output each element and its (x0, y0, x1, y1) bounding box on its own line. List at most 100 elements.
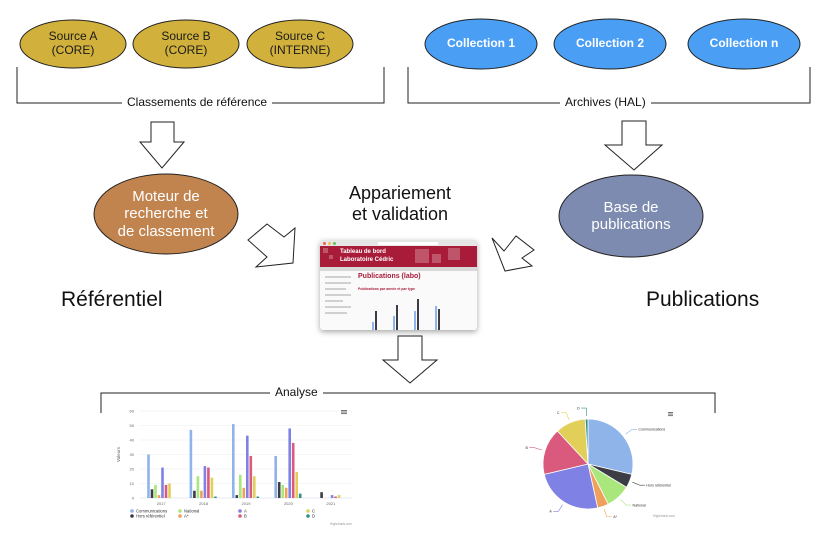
legend-marker (178, 514, 182, 518)
dashboard-section-title: Publications par année et par type (358, 287, 415, 291)
x-tick-label: 2020 (284, 501, 294, 506)
reference-rankings-label: Classements de référence (122, 95, 273, 109)
pie-slice (543, 463, 599, 510)
bar (164, 484, 168, 498)
banner-decoration (448, 248, 460, 260)
bar (274, 455, 277, 498)
y-tick-label: 10 (130, 481, 135, 486)
legend-marker (238, 509, 242, 513)
close-dot-icon (323, 241, 326, 245)
mini-bar (435, 306, 437, 330)
pie-label: Communications (638, 428, 665, 432)
bar (168, 483, 171, 498)
bar (210, 477, 214, 498)
down-arrow-right-icon (603, 120, 664, 171)
source-c-oval (246, 19, 354, 69)
bar (232, 424, 235, 498)
mini-bar (414, 311, 416, 330)
mini-bar (375, 311, 377, 330)
bar (256, 496, 260, 498)
dashboard-nav (320, 267, 477, 271)
y-tick-label: 50 (130, 423, 135, 428)
bar (298, 493, 302, 498)
source-c-label: Source C (INTERNE) (269, 29, 331, 57)
y-tick-label: 40 (130, 438, 135, 443)
bar (157, 495, 161, 498)
bar (334, 496, 337, 498)
legend-marker (306, 509, 310, 513)
legend-label: B (244, 514, 247, 519)
source-a-label: Source A (CORE) (48, 29, 98, 57)
bar (284, 487, 288, 498)
banner-decoration (432, 254, 441, 263)
analysis-label: Analyse (270, 385, 323, 399)
bar (150, 489, 154, 498)
collection-1-label: Collection 1 (446, 36, 515, 51)
bar (277, 482, 281, 498)
source-b-label: Source B (CORE) (161, 29, 211, 57)
diagonal-arrow-right-icon (491, 235, 535, 272)
legend-marker (238, 514, 242, 518)
menu-line (668, 413, 673, 415)
banner-decoration (329, 255, 333, 259)
banner-title-line1: Tableau de bord (340, 249, 386, 255)
legend-marker (130, 509, 134, 513)
y-tick-label: 30 (130, 452, 135, 457)
pie-label: National (633, 503, 646, 507)
legend-label: Hors référentiel (136, 514, 165, 519)
dashboard-sidebar (325, 276, 351, 318)
chart-credit: Highcharts.com (653, 514, 675, 518)
menu-line (668, 412, 673, 413)
y-tick-label: 60 (130, 409, 135, 414)
chart-credit: Highcharts.com (330, 522, 352, 526)
engine-oval (93, 173, 239, 255)
bar (200, 490, 203, 498)
minimize-dot-icon (328, 241, 331, 245)
menu-line (341, 410, 347, 411)
dashboard-banner: Tableau de bord Laboratoire Cédric (320, 246, 477, 267)
chart-menu-icon (668, 412, 673, 417)
bar (203, 466, 207, 498)
bar (288, 428, 291, 498)
mini-bar (417, 299, 419, 330)
bar (330, 495, 334, 498)
bar (242, 487, 246, 498)
y-tick-label: 0 (132, 496, 135, 501)
pie-connector (529, 447, 543, 451)
pie-connector (620, 499, 632, 506)
analysis-bracket (100, 392, 716, 413)
pie-connector (625, 428, 637, 435)
pie-label: C (557, 411, 560, 415)
bar (189, 429, 193, 498)
pie-connector (581, 407, 587, 417)
down-arrow-left-icon (138, 121, 186, 169)
menu-line (668, 415, 673, 417)
legend-label: A* (184, 514, 189, 519)
pie-label: A* (613, 515, 617, 519)
bar (239, 474, 242, 498)
browser-toolbar (320, 240, 477, 246)
pie-label: A (549, 510, 552, 514)
x-tick-label: 2017 (157, 501, 167, 506)
y-tick-label: 20 (130, 467, 135, 472)
collection-n-label: Collection n (709, 36, 779, 51)
pie-label: Hors référentiel (646, 484, 671, 488)
mini-bar (393, 316, 395, 330)
bar (161, 467, 164, 498)
banner-decoration (323, 248, 328, 253)
bar (320, 492, 323, 498)
banner-decoration (415, 249, 429, 263)
source-b-oval (132, 19, 240, 69)
pie-connector (553, 504, 563, 512)
pie-connector (632, 481, 645, 486)
mini-bar (438, 309, 440, 330)
pie-slice (584, 418, 589, 465)
down-arrow-center-icon (381, 335, 439, 384)
database-label: Base de publications (591, 198, 671, 233)
bar (291, 442, 295, 498)
diagonal-arrow-left-icon (247, 223, 296, 268)
referentiel-title: Référentiel (61, 288, 163, 311)
